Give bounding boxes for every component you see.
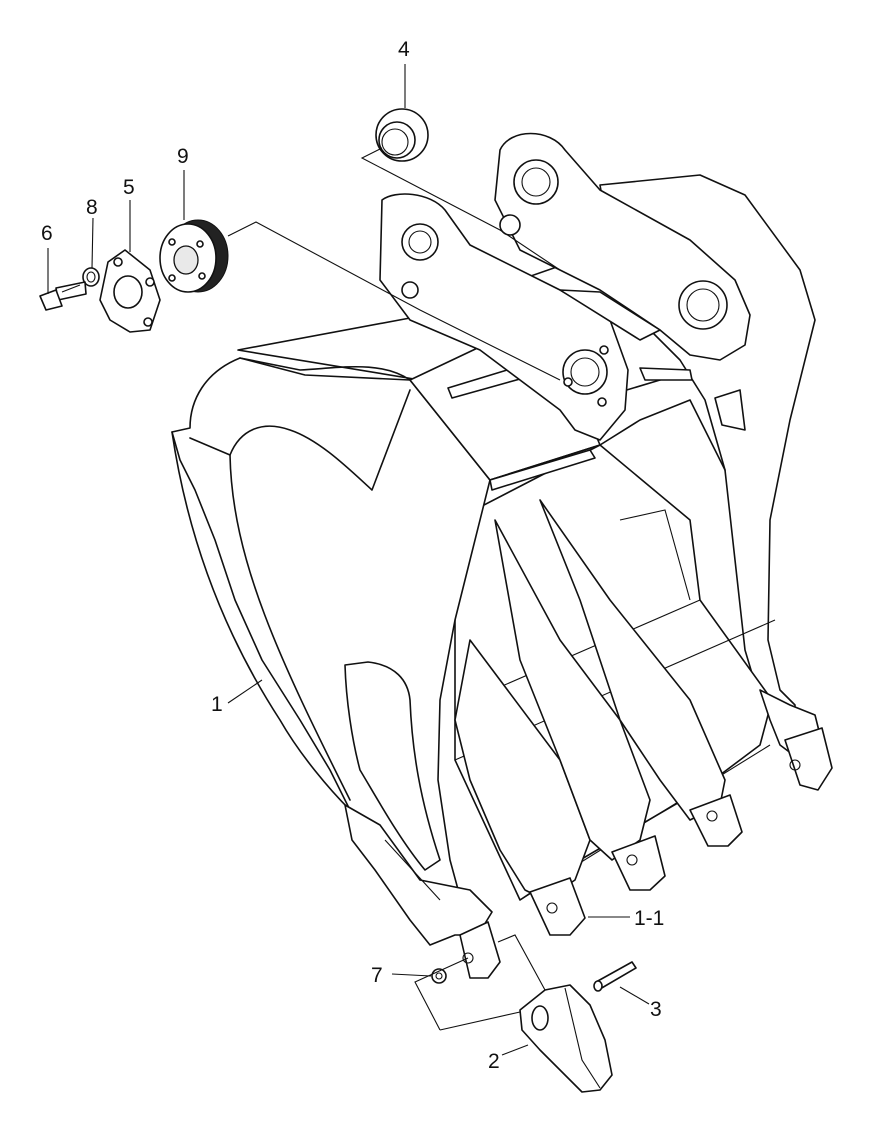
tooth-adapter [759,689,833,791]
bucket-teeth [454,499,833,979]
label-washer: 8 [86,196,98,219]
part-labels: 4 9 5 8 6 1 1-1 7 3 2 [41,38,664,1073]
tooth-adapter [494,519,666,891]
label-bucket: 1 [211,693,223,716]
label-bushing: 4 [398,38,410,61]
label-lock-ring: 7 [371,964,383,987]
washer [82,267,100,287]
label-bolt: 6 [41,222,53,245]
label-shim-plate: 5 [123,176,135,199]
pin-boss-plates [379,132,751,441]
label-pin: 3 [650,998,662,1021]
adjust-nut [159,219,229,293]
bushing [375,108,429,162]
shim-plate [99,249,161,333]
leader-lines [47,64,650,1056]
tooth-tip [519,984,613,1093]
label-tip: 2 [488,1050,500,1073]
label-adjust-nut: 9 [177,145,189,168]
tooth-adapter [539,499,743,847]
tooth-adapter [459,921,501,979]
tooth-adapter [454,639,591,936]
bolt [39,281,87,311]
label-tooth: 1-1 [634,907,664,930]
tip-pin [593,961,637,992]
